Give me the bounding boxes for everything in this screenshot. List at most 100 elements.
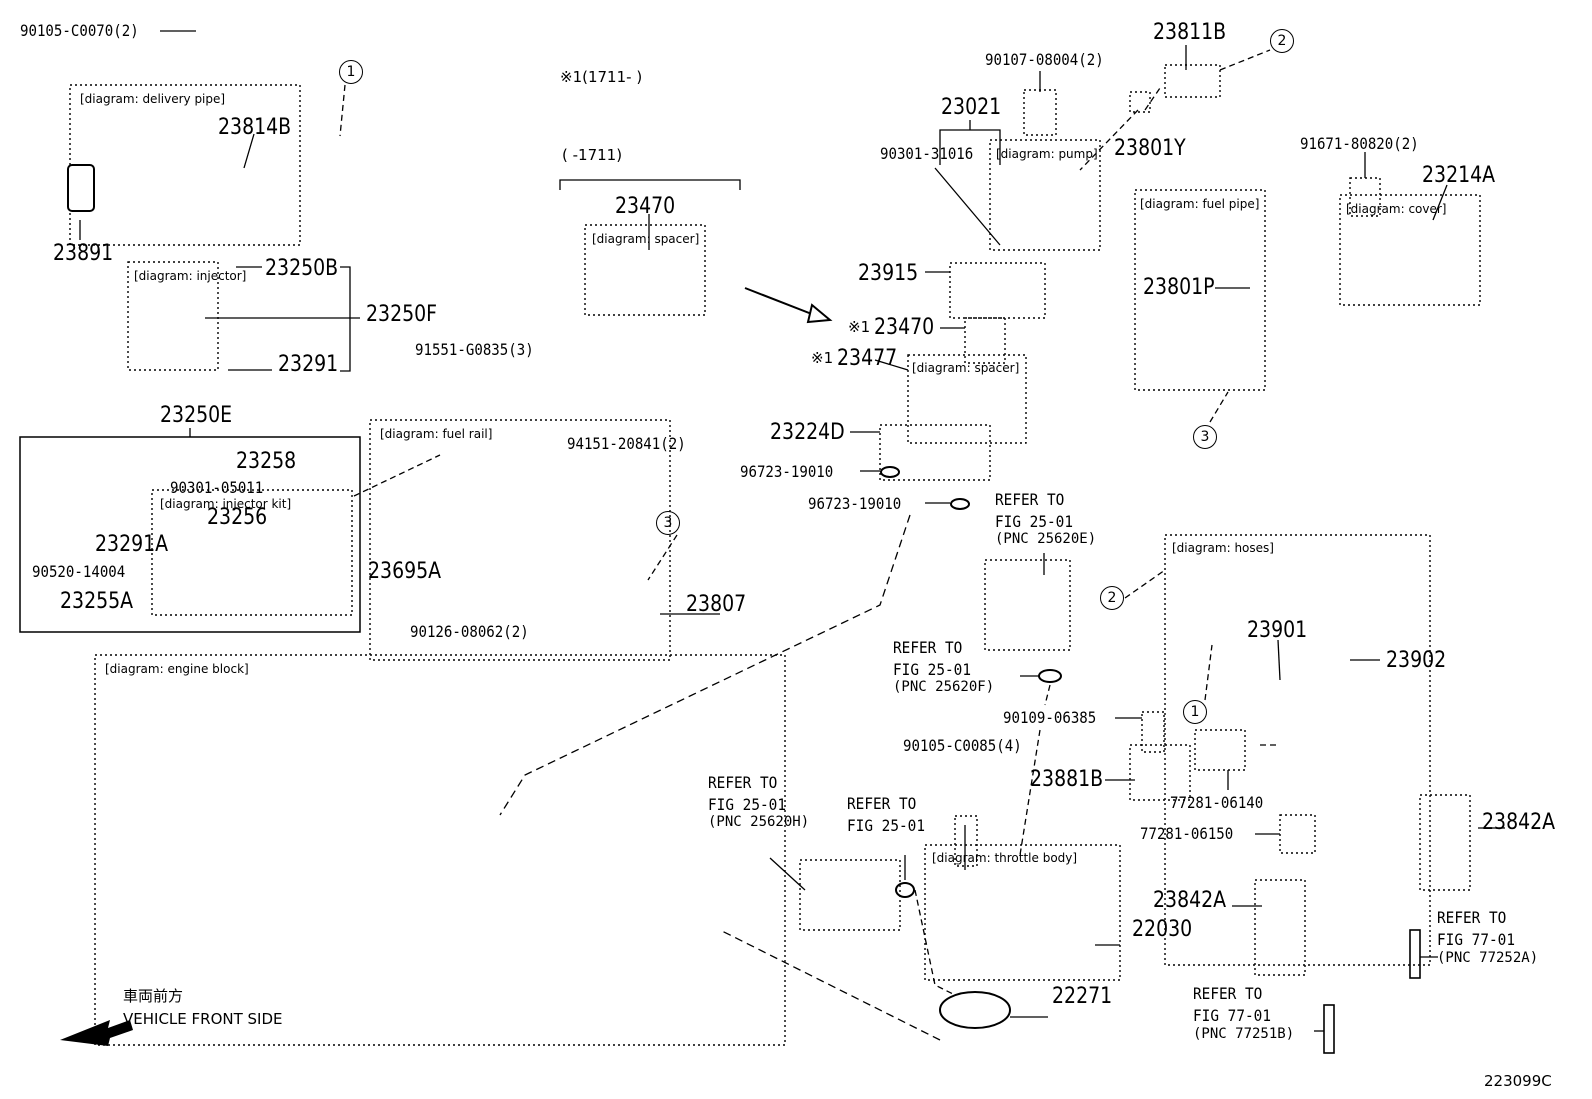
bolt-90109-drawing [1141,711,1165,753]
date-mark-23477: ※1 [811,349,834,367]
part-label-23250f: 23250F [366,302,438,327]
svg-text:[diagram: pump]: [diagram: pump] [996,147,1098,161]
callout-2-hose: 2 [1100,586,1124,610]
delivery-pipe-drawing: [diagram: delivery pipe] [69,84,301,246]
throttle-body-drawing: [diagram: throttle body] [924,844,1121,981]
injector-drawing: [diagram: injector] [127,261,246,371]
bolt-90107-drawing [1023,89,1057,136]
svg-text:[diagram: fuel pipe]: [diagram: fuel pipe] [1140,197,1259,211]
part-label-90520-14004: 90520-14004 [32,562,126,581]
part-label-23811b: 23811B [1153,20,1227,45]
part-label-90126-08062: 90126-08062(2) [410,622,529,641]
part-label-90109-06385: 90109-06385 [1003,708,1097,727]
hoses-23901-23902-drawing: [diagram: hoses] [1164,534,1431,966]
date-mark-23470: ※1 [848,318,871,336]
part-label-90301-31016: 90301-31016 [880,144,974,163]
refer-pnc-25620e: (PNC 25620E) [995,531,1097,547]
part-label-23891: 23891 [53,241,114,266]
part-label-90107-08004: 90107-08004(2) [985,50,1104,69]
hose-25620e-drawing [984,559,1071,651]
part-label-77281-06150: 77281-06150 [1140,824,1234,843]
insulator-23470-new-drawing [964,317,1006,364]
svg-text:[diagram: throttle body]: [diagram: throttle body] [932,851,1077,865]
part-label-23250b: 23250B [265,256,339,281]
date-range-old: ( -1711) [562,146,623,164]
part-label-23291a: 23291A [95,532,169,557]
part-label-23801p: 23801P [1143,275,1215,300]
callout-3-pipe: 3 [1193,425,1217,449]
bracket-23881b-drawing [1129,744,1191,801]
refer-note-77252a: REFER TO FIG 77-01 [1437,908,1516,949]
callout-3-rail: 3 [656,511,680,535]
fitting-23811b-drawing [1164,64,1221,98]
part-label-23842a-mid: 23842A [1153,888,1227,913]
part-label-96723-19010-b: 96723-19010 [808,494,902,513]
figure-code: 223099C [1484,1072,1552,1090]
gasket-23915-drawing [949,262,1046,319]
spacer-23477-drawing: [diagram: spacer] [907,354,1027,444]
part-label-23801y: 23801Y [1114,136,1186,161]
svg-text:[diagram: spacer]: [diagram: spacer] [912,361,1019,375]
part-label-23470-new: 23470 [874,315,935,340]
part-label-23291: 23291 [278,352,339,377]
svg-text:[diagram: spacer]: [diagram: spacer] [592,232,699,246]
engine-block-drawing: [diagram: engine block] [94,654,786,1046]
refer-pnc-25620h: (PNC 25620H) [708,814,810,830]
part-label-96723-19010-a: 96723-19010 [740,462,834,481]
cover-23214a-drawing: [diagram: cover] [1339,194,1481,306]
part-label-91551-g0835: 91551-G0835(3) [415,340,534,359]
refer-note-25-01-clamp: REFER TO FIG 25-01 [847,794,926,835]
svg-text:[diagram: delivery pipe]: [diagram: delivery pipe] [80,92,225,106]
callout-2-top: 2 [1270,29,1294,53]
injector-kit-drawing: [diagram: injector kit] [151,489,353,616]
part-label-23901: 23901 [1247,618,1308,643]
part-label-23214a: 23214A [1422,163,1496,188]
vehicle-front-label-en: VEHICLE FRONT SIDE [123,1010,283,1028]
bolt-90105-c0085-drawing [954,815,978,867]
part-label-23902: 23902 [1386,648,1447,673]
refer-note-25620e: REFER TO FIG 25-01 [995,490,1074,531]
part-label-23814b: 23814B [218,115,292,140]
bolt-91671-drawing [1349,177,1381,217]
svg-text:[diagram: injector kit]: [diagram: injector kit] [160,497,291,511]
refer-pnc-77251b: (PNC 77251B) [1193,1026,1295,1042]
vehicle-front-label-jp: 車両前方 [123,987,184,1005]
part-label-23477: 23477 [837,346,898,371]
part-label-22271: 22271 [1052,984,1113,1009]
svg-text:[diagram: engine block]: [diagram: engine block] [105,662,249,676]
washer-23801y-drawing [1129,91,1151,113]
part-label-23695a: 23695A [368,559,442,584]
refer-pnc-25620f: (PNC 25620F) [893,679,995,695]
part-label-23470-old: 23470 [615,194,676,219]
part-label-23915: 23915 [858,261,919,286]
part-label-23224d: 23224D [770,420,845,445]
svg-text:[diagram: hoses]: [diagram: hoses] [1172,541,1274,555]
connector-23842a-mid-drawing [1254,879,1306,976]
callout-1-top: 1 [339,60,363,84]
part-label-23256: 23256 [207,505,268,530]
part-label-90105-c0085: 90105-C0085(4) [903,736,1022,755]
gasket-23224d-drawing [879,424,991,481]
fuel-pump-drawing: [diagram: pump] [989,139,1101,251]
callout-1-hose: 1 [1183,700,1207,724]
clip-77281-06140-drawing [1194,729,1246,771]
pump-spacer-old-drawing: [diagram: spacer] [584,224,706,316]
svg-text:[diagram: cover]: [diagram: cover] [1346,202,1446,216]
part-label-23258: 23258 [236,449,297,474]
part-label-90301-05011: 90301-05011 [170,478,264,497]
fuel-rail-drawing: [diagram: fuel rail] [369,419,671,661]
svg-text:[diagram: injector]: [diagram: injector] [134,269,246,283]
clip-77281-06150-drawing [1279,814,1316,854]
part-label-94151-20841: 94151-20841(2) [567,434,686,453]
part-label-90105-c0070: 90105-C0070(2) [20,21,139,40]
part-label-23021: 23021 [941,95,1002,120]
svg-text:[diagram: fuel rail]: [diagram: fuel rail] [380,427,492,441]
date-range-new: ※1(1711- ) [560,68,643,86]
part-label-91671-80820: 91671-80820(2) [1300,134,1419,153]
fuel-pipe-23801p-drawing: [diagram: fuel pipe] [1134,189,1266,391]
hose-25620h-drawing [799,859,901,931]
part-label-23255a: 23255A [60,589,134,614]
part-label-22030: 22030 [1132,917,1193,942]
